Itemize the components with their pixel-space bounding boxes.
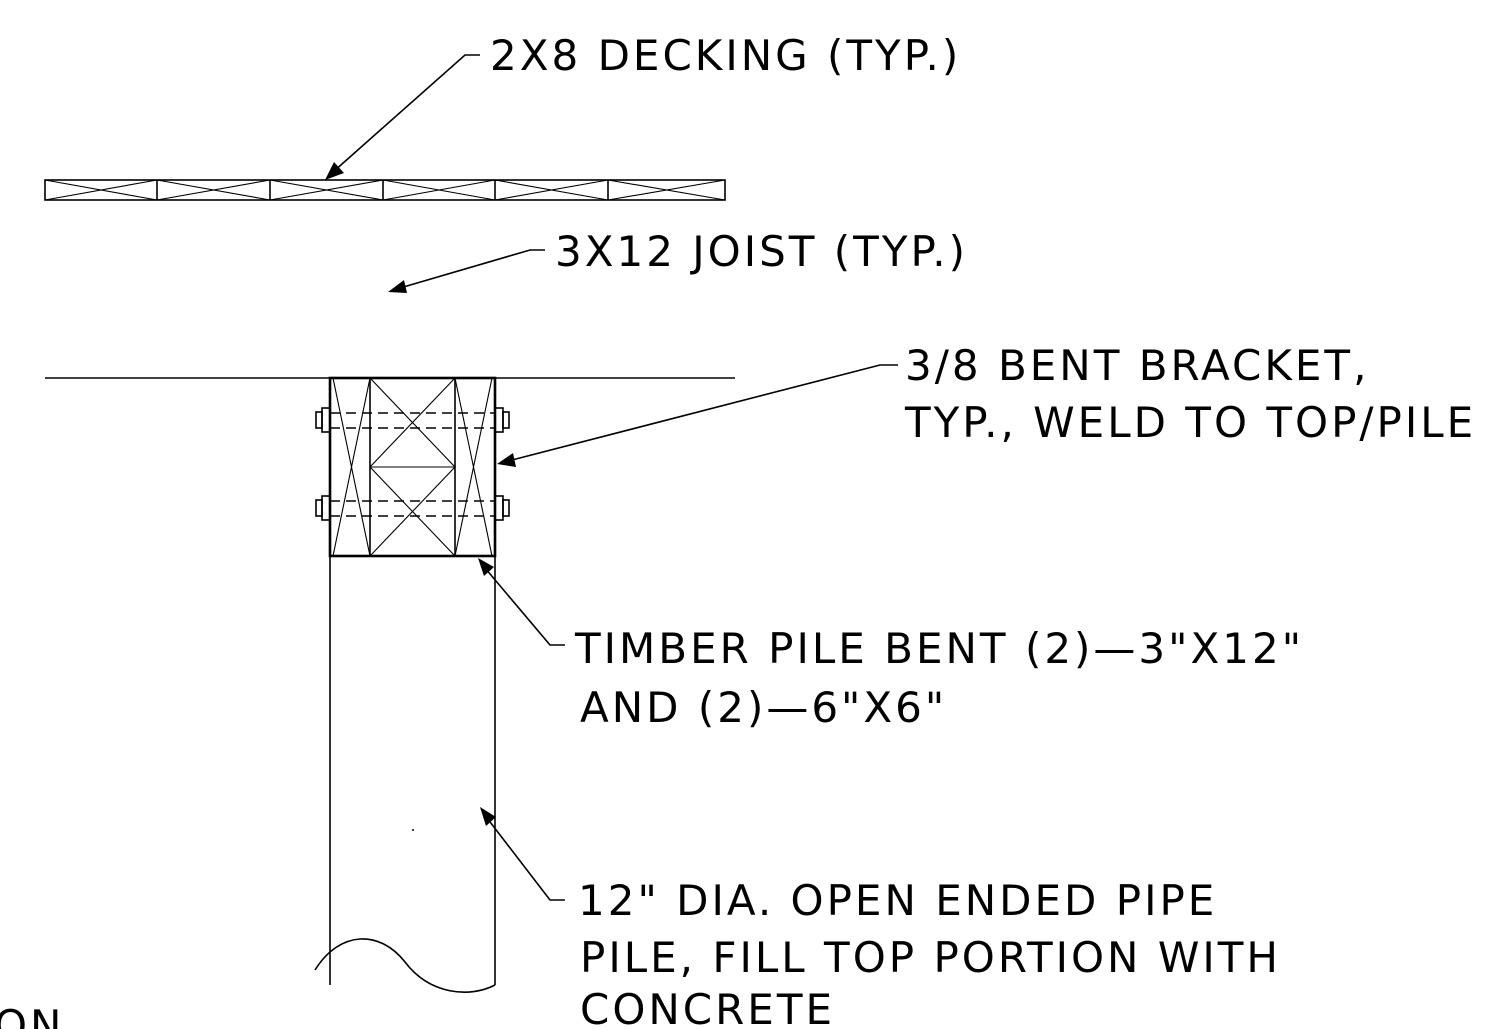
leader-decking xyxy=(325,54,480,180)
label-pipe-pile-line3: CONCRETE xyxy=(580,985,835,1029)
label-corner-fragment: ON xyxy=(0,1001,64,1029)
pipe-pile xyxy=(314,556,496,993)
timber-pile-bent xyxy=(315,376,510,558)
label-timber-bent-line1: TIMBER PILE BENT (2)—3"X12" xyxy=(574,624,1304,673)
label-bracket-line2: TYP., WELD TO TOP/PILE xyxy=(904,398,1476,447)
leader-joist xyxy=(388,249,545,293)
label-decking: 2X8 DECKING (TYP.) xyxy=(490,31,961,80)
decking-boards xyxy=(44,179,726,201)
label-bracket-line1: 3/8 BENT BRACKET, xyxy=(905,341,1369,390)
bent-bracket-outline xyxy=(328,376,497,558)
label-pipe-pile-line1: 12" DIA. OPEN ENDED PIPE xyxy=(578,876,1217,925)
label-pipe-pile-line2: PILE, FILL TOP PORTION WITH xyxy=(580,933,1281,982)
leader-pipe-pile xyxy=(480,807,565,901)
leader-bracket xyxy=(497,364,898,467)
bolt-heads xyxy=(315,407,510,521)
label-timber-bent-line2: AND (2)—6"X6" xyxy=(580,683,947,732)
leader-timber-bent xyxy=(478,558,565,646)
label-joist: 3X12 JOIST (TYP.) xyxy=(555,227,968,276)
